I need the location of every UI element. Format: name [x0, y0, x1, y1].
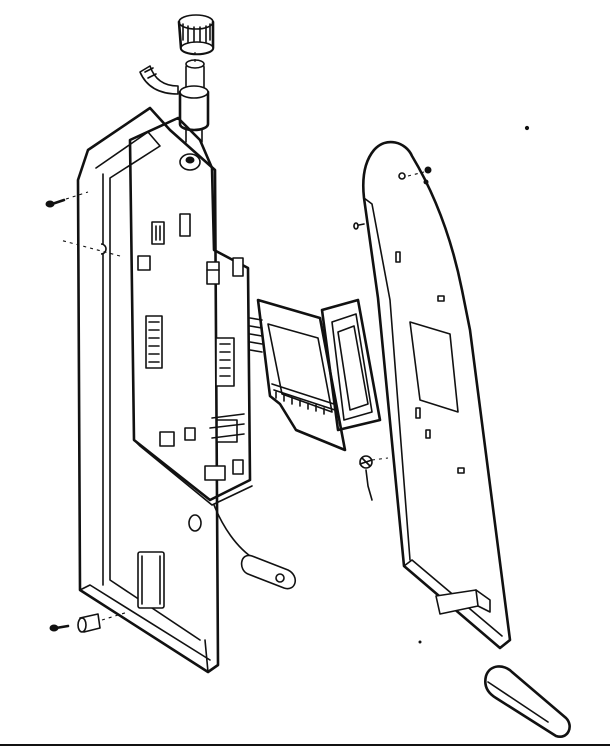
mounting-screw — [407, 166, 432, 185]
display-module — [249, 298, 347, 452]
mounting-pin — [353, 222, 365, 230]
spring-contact — [359, 455, 389, 501]
mounting-screw — [49, 624, 70, 632]
bottom-border-line — [0, 744, 610, 746]
flex-cable — [139, 65, 179, 95]
rear-housing — [76, 106, 220, 674]
board-connector — [209, 413, 245, 443]
knob-cap — [177, 14, 215, 56]
board-component — [206, 261, 220, 285]
board-chip — [145, 315, 163, 369]
board-component — [232, 257, 244, 277]
board-chip — [215, 337, 235, 387]
mounting-screw — [45, 191, 89, 208]
front-panel — [362, 140, 512, 650]
main-circuit-board — [59, 116, 253, 506]
board-component — [179, 213, 191, 237]
board-component — [137, 255, 151, 271]
grounding-lead — [213, 504, 296, 590]
display-frame — [320, 298, 382, 432]
board-component — [151, 221, 165, 245]
board-component — [204, 459, 244, 481]
board-component — [159, 427, 196, 447]
end-cap — [484, 665, 571, 738]
mounting-standoff — [77, 611, 129, 633]
rotary-encoder — [178, 52, 210, 143]
